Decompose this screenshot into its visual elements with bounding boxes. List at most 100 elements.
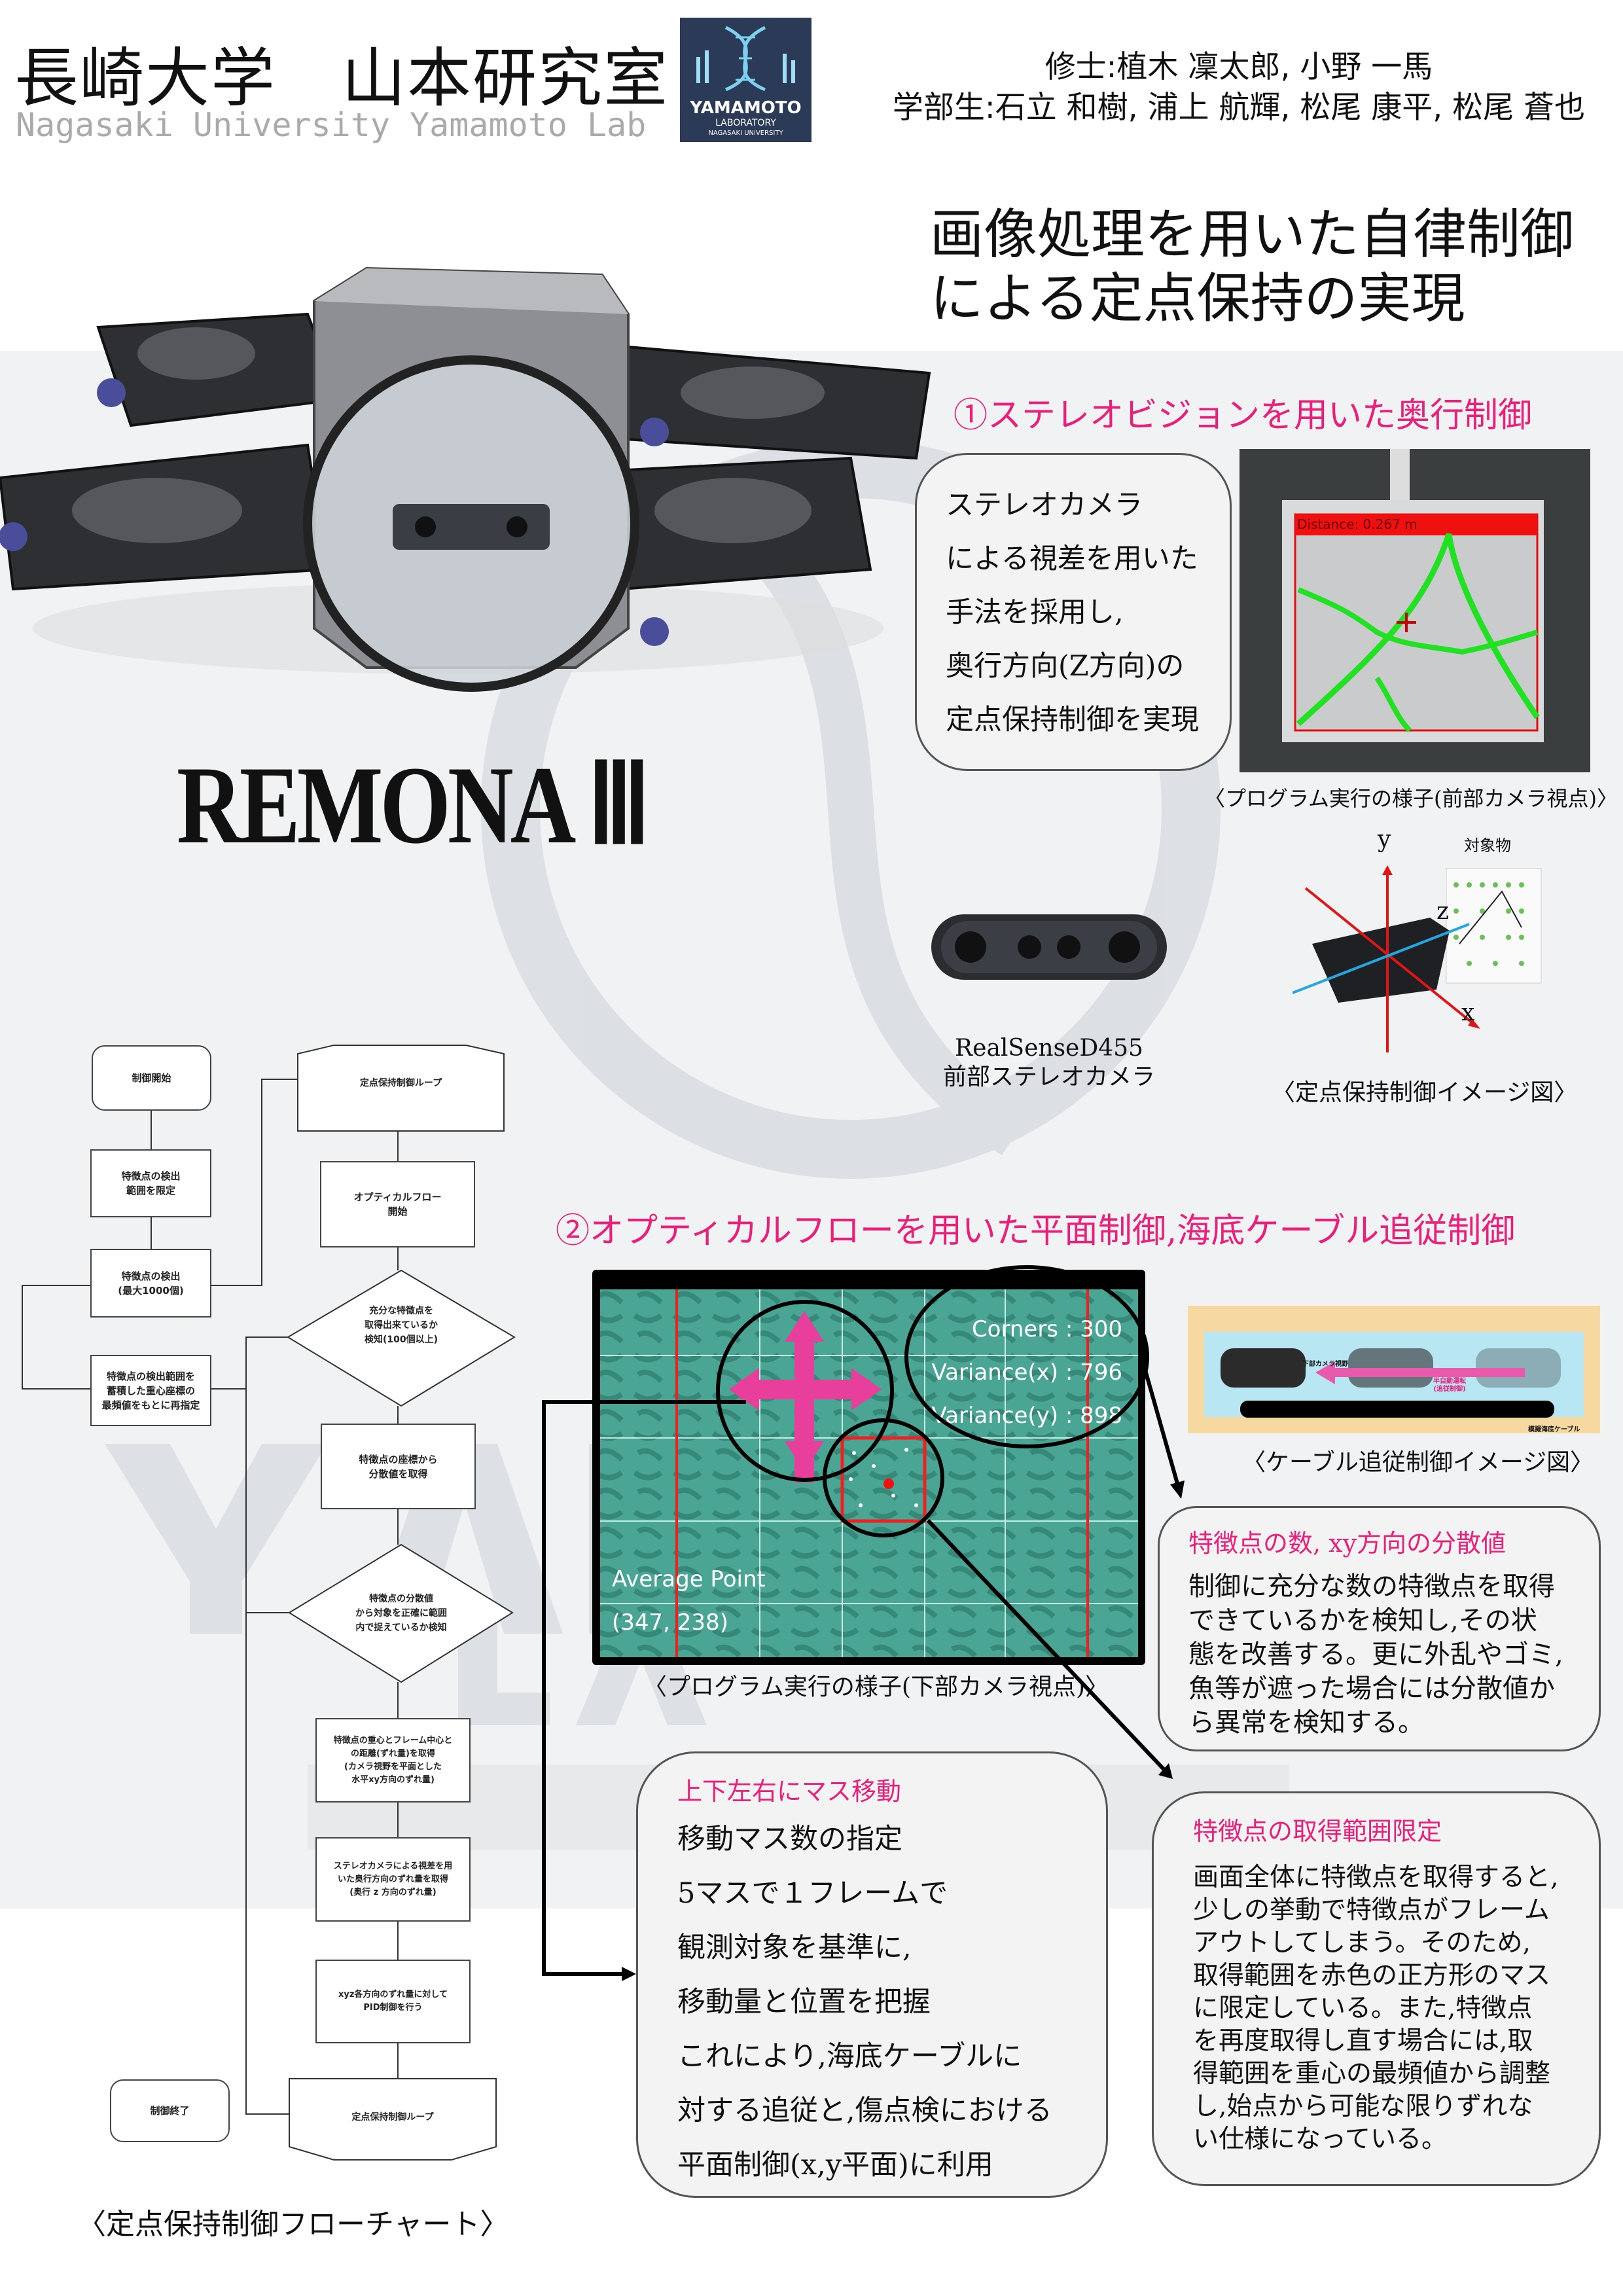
flow-text: いた奥行方向のずれ量を取得 xyxy=(337,1874,448,1884)
poster-title: 画像処理を用いた自律制御 による定点保持の実現 xyxy=(930,203,1574,331)
axis-diagram-graphic xyxy=(1292,865,1542,1052)
flow-xy-offset: 特徴点の重心とフレーム中心との距離(ずれ量)を取得(カメラ視野を平面とした水平x… xyxy=(315,1718,471,1803)
flow-text: (奥行 z 方向のずれ量) xyxy=(349,1887,437,1897)
flow-text: PID制御を行う xyxy=(363,2003,423,2013)
move-title: 上下左右にマス移動 xyxy=(677,1777,902,1806)
poster-title-line1: 画像処理を用いた自律制御 xyxy=(930,204,1575,266)
lab-title-english: Nagasaki University Yamamoto Lab xyxy=(16,106,647,144)
flow-text: 特徴点の重心とフレーム中心と xyxy=(333,1735,453,1746)
cable-diagram-caption: 〈ケーブル追従制御イメージ図〉 xyxy=(1242,1449,1594,1476)
flow-text: 開始 xyxy=(387,1206,408,1217)
flow-text: 特徴点の検出 xyxy=(121,1270,181,1282)
range-line: 画面全体に特徴点を取得すると, xyxy=(1193,1863,1559,1892)
flow-text: 最頻値をもとに再指定 xyxy=(101,1399,200,1411)
front-camera-caption: 〈プログラム実行の様子(前部カメラ視点)〉 xyxy=(1204,786,1618,811)
flow-optical-flow: オプティカルフロー開始 xyxy=(320,1161,475,1247)
cable-diagram-graphic xyxy=(1188,1306,1600,1433)
range-line: い仕様になっている。 xyxy=(1193,2125,1448,2154)
flow-text: 充分な特徴点を xyxy=(369,1306,433,1316)
semi-auto-line2: (追従制御) xyxy=(1433,1386,1466,1393)
flow-z-offset: ステレオカメラによる視差を用いた奥行方向のずれ量を取得(奥行 z 方向のずれ量) xyxy=(315,1837,471,1922)
camera-view-label: 下部カメラ視野 xyxy=(1302,1361,1348,1368)
move-line: 移動マス数の指定 xyxy=(677,1823,902,1856)
move-line: 移動量と位置を把握 xyxy=(677,1986,931,2018)
front-camera-view xyxy=(1282,449,1544,742)
robot-illustration xyxy=(0,266,931,692)
distance-readout: Distance: 0.267 m xyxy=(1297,516,1418,532)
move-bubble: 上下左右にマス移動 移動マス数の指定 5マスで１フレームで 観測対象を基準に, … xyxy=(636,1751,1108,2198)
features-line: 魚等が遮った場合には分散値か xyxy=(1188,1674,1555,1704)
bubble-line: 奥行方向(Z方向)の xyxy=(946,650,1185,683)
range-line: 取得範囲を赤色の正方形のマス xyxy=(1193,1961,1551,1990)
semi-auto-line1: 半自動運転 xyxy=(1433,1378,1466,1385)
flow-loop-start: 定点保持制御ループ xyxy=(298,1067,504,1100)
flow-text: 範囲を限定 xyxy=(126,1185,175,1196)
stereo-description-bubble: ステレオカメラ による視差を用いた 手法を採用し, 奥行方向(Z方向)の 定点保… xyxy=(915,453,1232,771)
flow-text: 特徴点の検出 xyxy=(121,1170,181,1182)
flow-loop-end: 定点保持制御ループ xyxy=(289,2101,496,2134)
flow-limit-range: 特徴点の検出範囲を限定 xyxy=(90,1149,211,1217)
flow-text: xyz各方向のずれ量に対して xyxy=(338,1990,448,2000)
features-line: 態を改善する。更に外乱やゴミ, xyxy=(1188,1640,1563,1670)
axis-label-z: z xyxy=(1436,898,1449,925)
semi-auto-label: 半自動運転 (追従制御) xyxy=(1433,1378,1466,1393)
flow-text: 特徴点の分散値 xyxy=(369,1594,433,1604)
flow-text: 検知(100個以上) xyxy=(364,1335,438,1345)
variance-y: Variance(y) : 898 xyxy=(931,1403,1123,1429)
section1-heading: ①ステレオビジョンを用いた奥行制御 xyxy=(954,396,1533,435)
flow-text: 定点保持制御ループ xyxy=(359,1078,442,1088)
range-line: し,始点から可能な限りずれな xyxy=(1193,2092,1533,2121)
average-point: Average Point (347, 238) xyxy=(612,1558,766,1644)
average-point-label: Average Point xyxy=(612,1566,766,1592)
average-point-value: (347, 238) xyxy=(612,1609,728,1636)
cable-following-diagram: 下部カメラ視野 半自動運転 (追従制御) 模擬海底ケーブル xyxy=(1181,1266,1601,1440)
flow-text: 水平xy方向のずれ量) xyxy=(351,1774,435,1785)
flow-text: 取得出来ているか xyxy=(365,1320,438,1331)
flow-end: 制御終了 xyxy=(110,2079,230,2142)
front-camera-image: Distance: 0.267 m xyxy=(1240,449,1590,772)
range-line: に限定している。また,特徴点 xyxy=(1193,1994,1533,2023)
move-line: 5マスで１フレームで xyxy=(677,1877,948,1910)
authors-masters: 修士:植木 凜太郎, 小野 一馬 xyxy=(1044,49,1433,85)
variance-x: Variance(x) : 796 xyxy=(931,1359,1123,1386)
bottom-camera-caption: 〈プログラム実行の様子(下部カメラ視点)〉 xyxy=(643,1674,1109,1700)
flow-detect: 特徴点の検出(最大1000個) xyxy=(90,1249,211,1318)
range-line: を再度取得し直す場合には,取 xyxy=(1193,2026,1533,2056)
bubble-line: ステレオカメラ xyxy=(946,489,1143,522)
features-title: 特徴点の数, xy方向の分散値 xyxy=(1188,1529,1507,1558)
bubble-line: による視差を用いた xyxy=(946,543,1198,575)
flow-text: 制御開始 xyxy=(132,1072,171,1084)
authors-undergrad: 学部生:石立 和樹, 浦上 航輝, 松尾 康平, 松尾 蒼也 xyxy=(892,90,1586,126)
range-line: 得範囲を重心の最頻値から調整 xyxy=(1193,2059,1551,2089)
corners-count: Corners : 300 xyxy=(971,1316,1122,1342)
axis-label-x: x xyxy=(1461,999,1475,1026)
move-line: 観測対象を基準に, xyxy=(677,1931,912,1964)
flow-text: 分散値を取得 xyxy=(368,1467,428,1480)
range-line: アウトしてしまう。そのため, xyxy=(1193,1928,1531,1958)
flowchart-caption: 〈定点保持制御フローチャート〉 xyxy=(77,2208,509,2241)
lab-logo: YAMAMOTO LABORATORY NAGASAKI UNIVERSITY xyxy=(680,18,812,142)
flow-start: 制御開始 xyxy=(92,1045,211,1111)
move-line: 平面制御(x,y平面)に利用 xyxy=(677,2149,993,2181)
flow-pid: xyz各方向のずれ量に対して PID制御を行う xyxy=(315,1960,471,2043)
logo-text-university: NAGASAKI UNIVERSITY xyxy=(708,130,783,137)
flow-text: から対象を正確に範囲 xyxy=(355,1608,447,1619)
range-bubble: 特徴点の取得範囲限定 画面全体に特徴点を取得すると, 少しの挙動で特徴点がフレー… xyxy=(1152,1791,1601,2186)
realsense-description: 前部ステレオカメラ xyxy=(942,1064,1155,1090)
flow-check-variance: 特徴点の分散値から対象を正確に範囲内で捉えているか検知 xyxy=(321,1584,482,1643)
flow-text: 蓄積した重心座標の xyxy=(106,1384,195,1397)
bubble-line: 定点保持制御を実現 xyxy=(946,704,1199,736)
feature-stats: Corners : 300 Variance(x) : 796 Variance… xyxy=(932,1308,1123,1437)
flow-text: 定点保持制御ループ xyxy=(351,2112,434,2123)
flow-text: (カメラ視野を平面とした xyxy=(344,1761,442,1772)
dna-logo-icon xyxy=(696,26,795,92)
range-line: 少しの挙動で特徴点がフレーム xyxy=(1193,1895,1550,1925)
move-line: 対する追従と,傷点検における xyxy=(677,2094,1052,2127)
bubble-line: 手法を採用し, xyxy=(946,596,1124,629)
flow-text: 制御終了 xyxy=(150,2105,190,2117)
flow-text: 特徴点の座標から xyxy=(359,1453,438,1465)
realsense-caption: RealSenseD455 前部ステレオカメラ xyxy=(936,1034,1162,1092)
logo-text-laboratory: LABORATORY xyxy=(715,118,776,128)
features-line: ら異常を検知する。 xyxy=(1188,1708,1424,1738)
axis-label-y: y xyxy=(1378,826,1391,853)
